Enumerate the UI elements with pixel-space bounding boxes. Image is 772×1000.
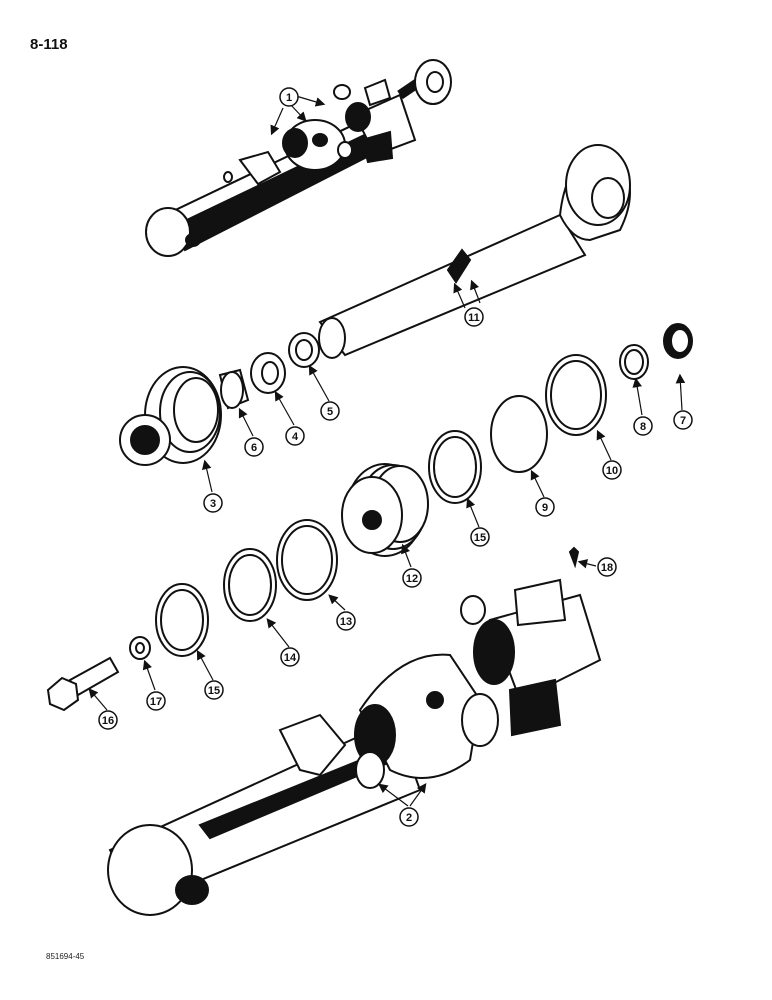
page-number: 8-118 — [30, 36, 68, 53]
callout-8: 8 — [633, 416, 653, 436]
callout-label: 16 — [102, 715, 114, 727]
callout-label: 15 — [474, 532, 486, 544]
callout-6: 6 — [244, 437, 264, 457]
callout-10: 10 — [602, 460, 622, 480]
piston-rod — [318, 144, 631, 359]
callout-label: 12 — [406, 573, 418, 585]
callout-label: 17 — [150, 696, 162, 708]
callout-2: 2 — [399, 807, 419, 827]
callout-18: 18 — [597, 557, 617, 577]
callout-3: 3 — [203, 493, 223, 513]
callout-label: 5 — [327, 406, 333, 418]
callout-label: 13 — [340, 616, 352, 628]
assembled-cylinder-small — [145, 59, 452, 257]
piston — [341, 463, 429, 557]
callout-14: 14 — [280, 647, 300, 667]
callout-label: 9 — [542, 502, 548, 514]
callout-11: 11 — [464, 307, 484, 327]
callout-label: 10 — [606, 465, 618, 477]
callout-label: 6 — [251, 442, 257, 454]
callout-label: 15 — [208, 685, 220, 697]
callout-15-upper: 15 — [470, 527, 490, 547]
callout-7: 7 — [673, 410, 693, 430]
callout-1: 1 — [279, 87, 299, 107]
cylinder-barrel — [107, 578, 602, 916]
callout-17: 17 — [146, 691, 166, 711]
callout-label: 1 — [286, 92, 292, 104]
callout-5: 5 — [320, 401, 340, 421]
callout-label: 11 — [468, 312, 480, 324]
callout-13: 13 — [336, 611, 356, 631]
callout-label: 3 — [210, 498, 216, 510]
callout-label: 4 — [292, 431, 299, 443]
hardware — [46, 546, 580, 712]
callout-label: 14 — [284, 652, 297, 664]
gland — [119, 366, 222, 466]
callout-label: 7 — [680, 415, 686, 427]
callout-16: 16 — [98, 710, 118, 730]
callout-12: 12 — [402, 568, 422, 588]
callout-15-lower: 15 — [204, 680, 224, 700]
leader-lines — [88, 95, 686, 807]
figure-id: 851694-45 — [46, 952, 85, 961]
callout-label: 18 — [601, 562, 613, 574]
callout-9: 9 — [535, 497, 555, 517]
callout-label: 2 — [406, 812, 412, 824]
rod-seals — [218, 323, 693, 410]
callout-label: 8 — [640, 421, 646, 433]
piston-seals — [155, 354, 607, 657]
callout-4: 4 — [285, 426, 305, 446]
